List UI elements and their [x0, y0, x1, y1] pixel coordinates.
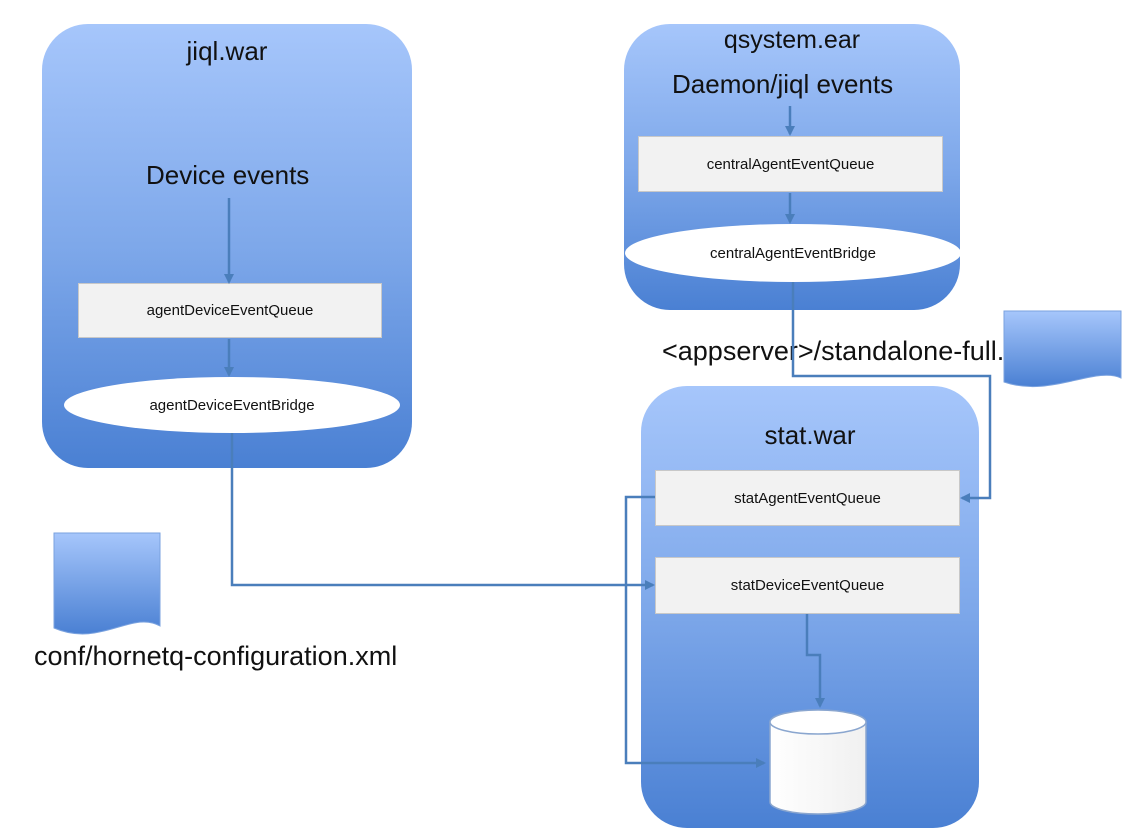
- standalone-document-icon: [1003, 310, 1122, 387]
- hornetq-config-label: conf/hornetq-configuration.xml: [34, 641, 398, 671]
- central-agent-event-queue: centralAgentEventQueue: [638, 136, 943, 192]
- device-events-label: Device events: [146, 160, 310, 190]
- agent-device-event-bridge: agentDeviceEventBridge: [64, 377, 400, 433]
- stat-war-title: stat.war: [764, 420, 856, 450]
- daemon-jiql-events-label: Daemon/jiql events: [672, 69, 894, 99]
- hornetq-document-icon: [53, 532, 161, 635]
- stat-device-event-queue: statDeviceEventQueue: [655, 557, 960, 614]
- qsystem-ear-title: qsystem.ear: [723, 26, 861, 54]
- connector-stat-device-queue-to-db: [805, 614, 825, 708]
- database-icon: [769, 709, 867, 815]
- stat-agent-event-queue: statAgentEventQueue: [655, 470, 960, 526]
- connector-stat-agent-queue-to-db: [624, 495, 766, 768]
- connector-central-bridge-to-stat-agent-queue: [791, 282, 992, 503]
- agent-device-event-queue: agentDeviceEventQueue: [78, 283, 382, 338]
- jiql-war-title: jiql.war: [186, 36, 268, 66]
- standalone-config-label: <appserver>/standalone-full.xml: [662, 336, 1047, 366]
- central-agent-event-bridge: centralAgentEventBridge: [625, 224, 961, 282]
- connector-agent-bridge-to-stat-device-queue: [230, 433, 655, 590]
